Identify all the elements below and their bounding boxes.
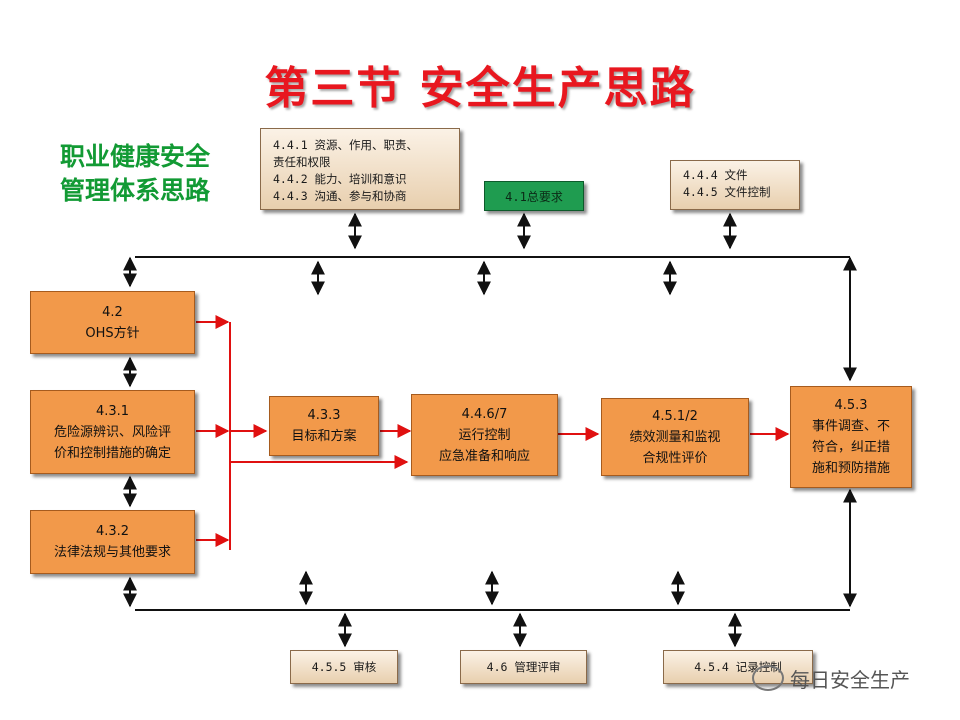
box-code: 4.4.6/7 — [461, 406, 508, 422]
box-code: 4.2 — [102, 304, 123, 320]
general-requirements-box: 4.1总要求 — [484, 181, 584, 211]
box-text: 应急准备和响应 — [438, 448, 530, 464]
corrective-action-box: 4.5.3 事件调查、不 符合，纠正措 施和预防措施 — [790, 386, 912, 488]
policy-box: 4.2 OHS方针 — [30, 291, 195, 354]
box-text: 事件调查、不 — [811, 419, 890, 434]
page-title: 第三节 安全生产思路 — [264, 63, 696, 114]
box-text: 目标和方案 — [291, 429, 357, 444]
resources-note: 4.4.1 资源、作用、职责、 责任和权限 4.4.2 能力、培训和意识 4.4… — [260, 128, 460, 210]
note-line: 4.4.2 能力、培训和意识 — [273, 172, 407, 186]
watermark-text: 每日安全生产 — [790, 667, 910, 692]
note-line: 4.4.5 文件控制 — [683, 185, 771, 199]
wechat-icon — [752, 665, 784, 691]
diagram-subtitle: 职业健康安全 管理体系思路 — [60, 140, 250, 208]
legal-requirements-box: 4.3.2 法律法规与其他要求 — [30, 510, 195, 574]
audit-note: 4.5.5 审核 — [290, 650, 398, 684]
box-code: 4.3.1 — [95, 403, 130, 419]
box-code: 4.5.3 — [834, 398, 868, 413]
box-text: 法律法规与其他要求 — [53, 545, 171, 560]
box-text: 危险源辨识、风险评 — [53, 424, 171, 440]
subtitle-line: 职业健康安全 — [60, 142, 211, 171]
subtitle-line: 管理体系思路 — [60, 176, 211, 205]
note-line: 4.4.4 文件 — [683, 168, 748, 182]
box-text: 施和预防措施 — [811, 461, 890, 476]
documents-note: 4.4.4 文件 4.4.5 文件控制 — [670, 160, 800, 210]
box-text: 符合，纠正措 — [811, 440, 890, 455]
hazard-identification-box: 4.3.1 危险源辨识、风险评 价和控制措施的确定 — [30, 390, 195, 474]
management-review-note: 4.6 管理评审 — [460, 650, 587, 684]
performance-monitoring-box: 4.5.1/2 绩效测量和监视 合规性评价 — [601, 398, 749, 476]
note-line: 责任和权限 — [273, 155, 331, 169]
note-line: 4.4.1 资源、作用、职责、 — [273, 138, 419, 152]
box-text: 价和控制措施的确定 — [53, 445, 171, 461]
watermark: 每日安全生产 — [752, 660, 910, 696]
operational-control-box: 4.4.6/7 运行控制 应急准备和响应 — [411, 394, 558, 476]
note-line: 4.4.3 沟通、参与和协商 — [273, 189, 407, 203]
box-text: 运行控制 — [458, 427, 511, 443]
box-code: 4.3.2 — [95, 524, 130, 539]
box-code: 4.5.1/2 — [652, 408, 698, 424]
objectives-box: 4.3.3 目标和方案 — [269, 396, 379, 456]
box-code: 4.3.3 — [307, 408, 341, 423]
box-text: OHS方针 — [85, 325, 140, 341]
box-text: 合规性评价 — [642, 450, 708, 466]
box-text: 绩效测量和监视 — [629, 429, 721, 445]
